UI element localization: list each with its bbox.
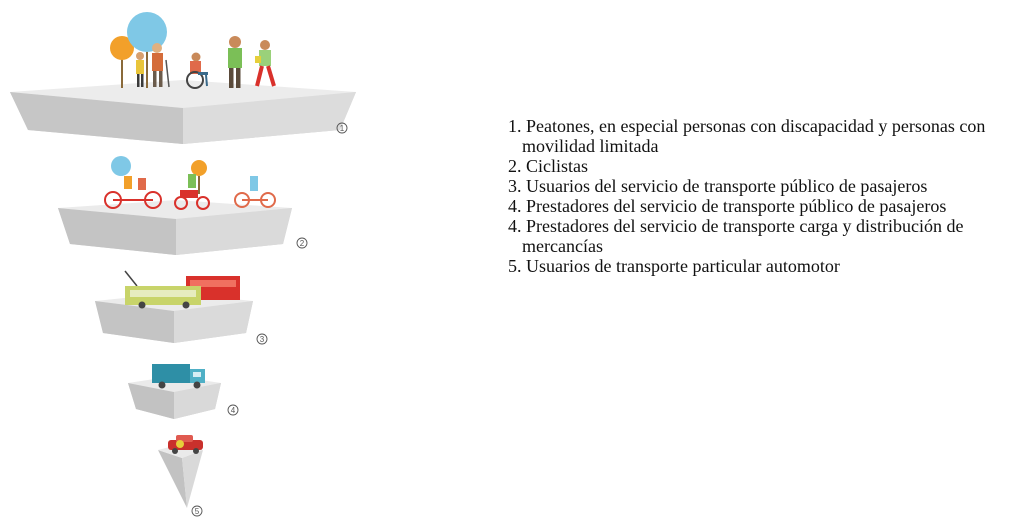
tier-number-4: 4 xyxy=(227,404,239,416)
hierarchy-legend: 1. Peatones, en especial personas con di… xyxy=(508,116,1013,276)
tier-2-cyclists xyxy=(58,200,292,255)
tier-number-2: 2 xyxy=(296,237,308,249)
legend-item-private-vehicle-users: 5. Usuarios de transporte particular aut… xyxy=(508,256,840,276)
tier-number-1: 1 xyxy=(336,122,348,134)
tier-1-pedestrians xyxy=(10,80,356,144)
truck-illustration-icon xyxy=(152,364,205,389)
svg-text:5: 5 xyxy=(195,507,200,516)
svg-text:3: 3 xyxy=(260,335,265,344)
legend-item-freight-providers: 4. Prestadores del servicio de transport… xyxy=(508,216,964,256)
svg-text:4: 4 xyxy=(231,406,236,415)
legend-item-cyclists: 2. Ciclistas xyxy=(508,156,588,176)
tier-3-public-transport xyxy=(95,293,253,343)
car-illustration-icon xyxy=(168,435,203,454)
svg-text:2: 2 xyxy=(300,239,305,248)
tier-number-5: 5 xyxy=(191,505,203,517)
legend-item-pedestrians: 1. Peatones, en especial personas con di… xyxy=(508,116,986,156)
cyclists-illustration-icon xyxy=(104,156,276,210)
tier-4-freight xyxy=(128,376,221,419)
legend-item-public-transport-providers: 4. Prestadores del servicio de transport… xyxy=(508,196,947,216)
legend-item-public-transport-users: 3. Usuarios del servicio de transporte p… xyxy=(508,176,928,196)
svg-text:1: 1 xyxy=(340,124,345,133)
tier-number-3: 3 xyxy=(256,333,268,345)
inverted-pyramid-diagram: 1 2 xyxy=(10,12,356,517)
pedestrians-illustration-icon xyxy=(110,12,276,89)
buses-illustration-icon xyxy=(124,270,240,309)
